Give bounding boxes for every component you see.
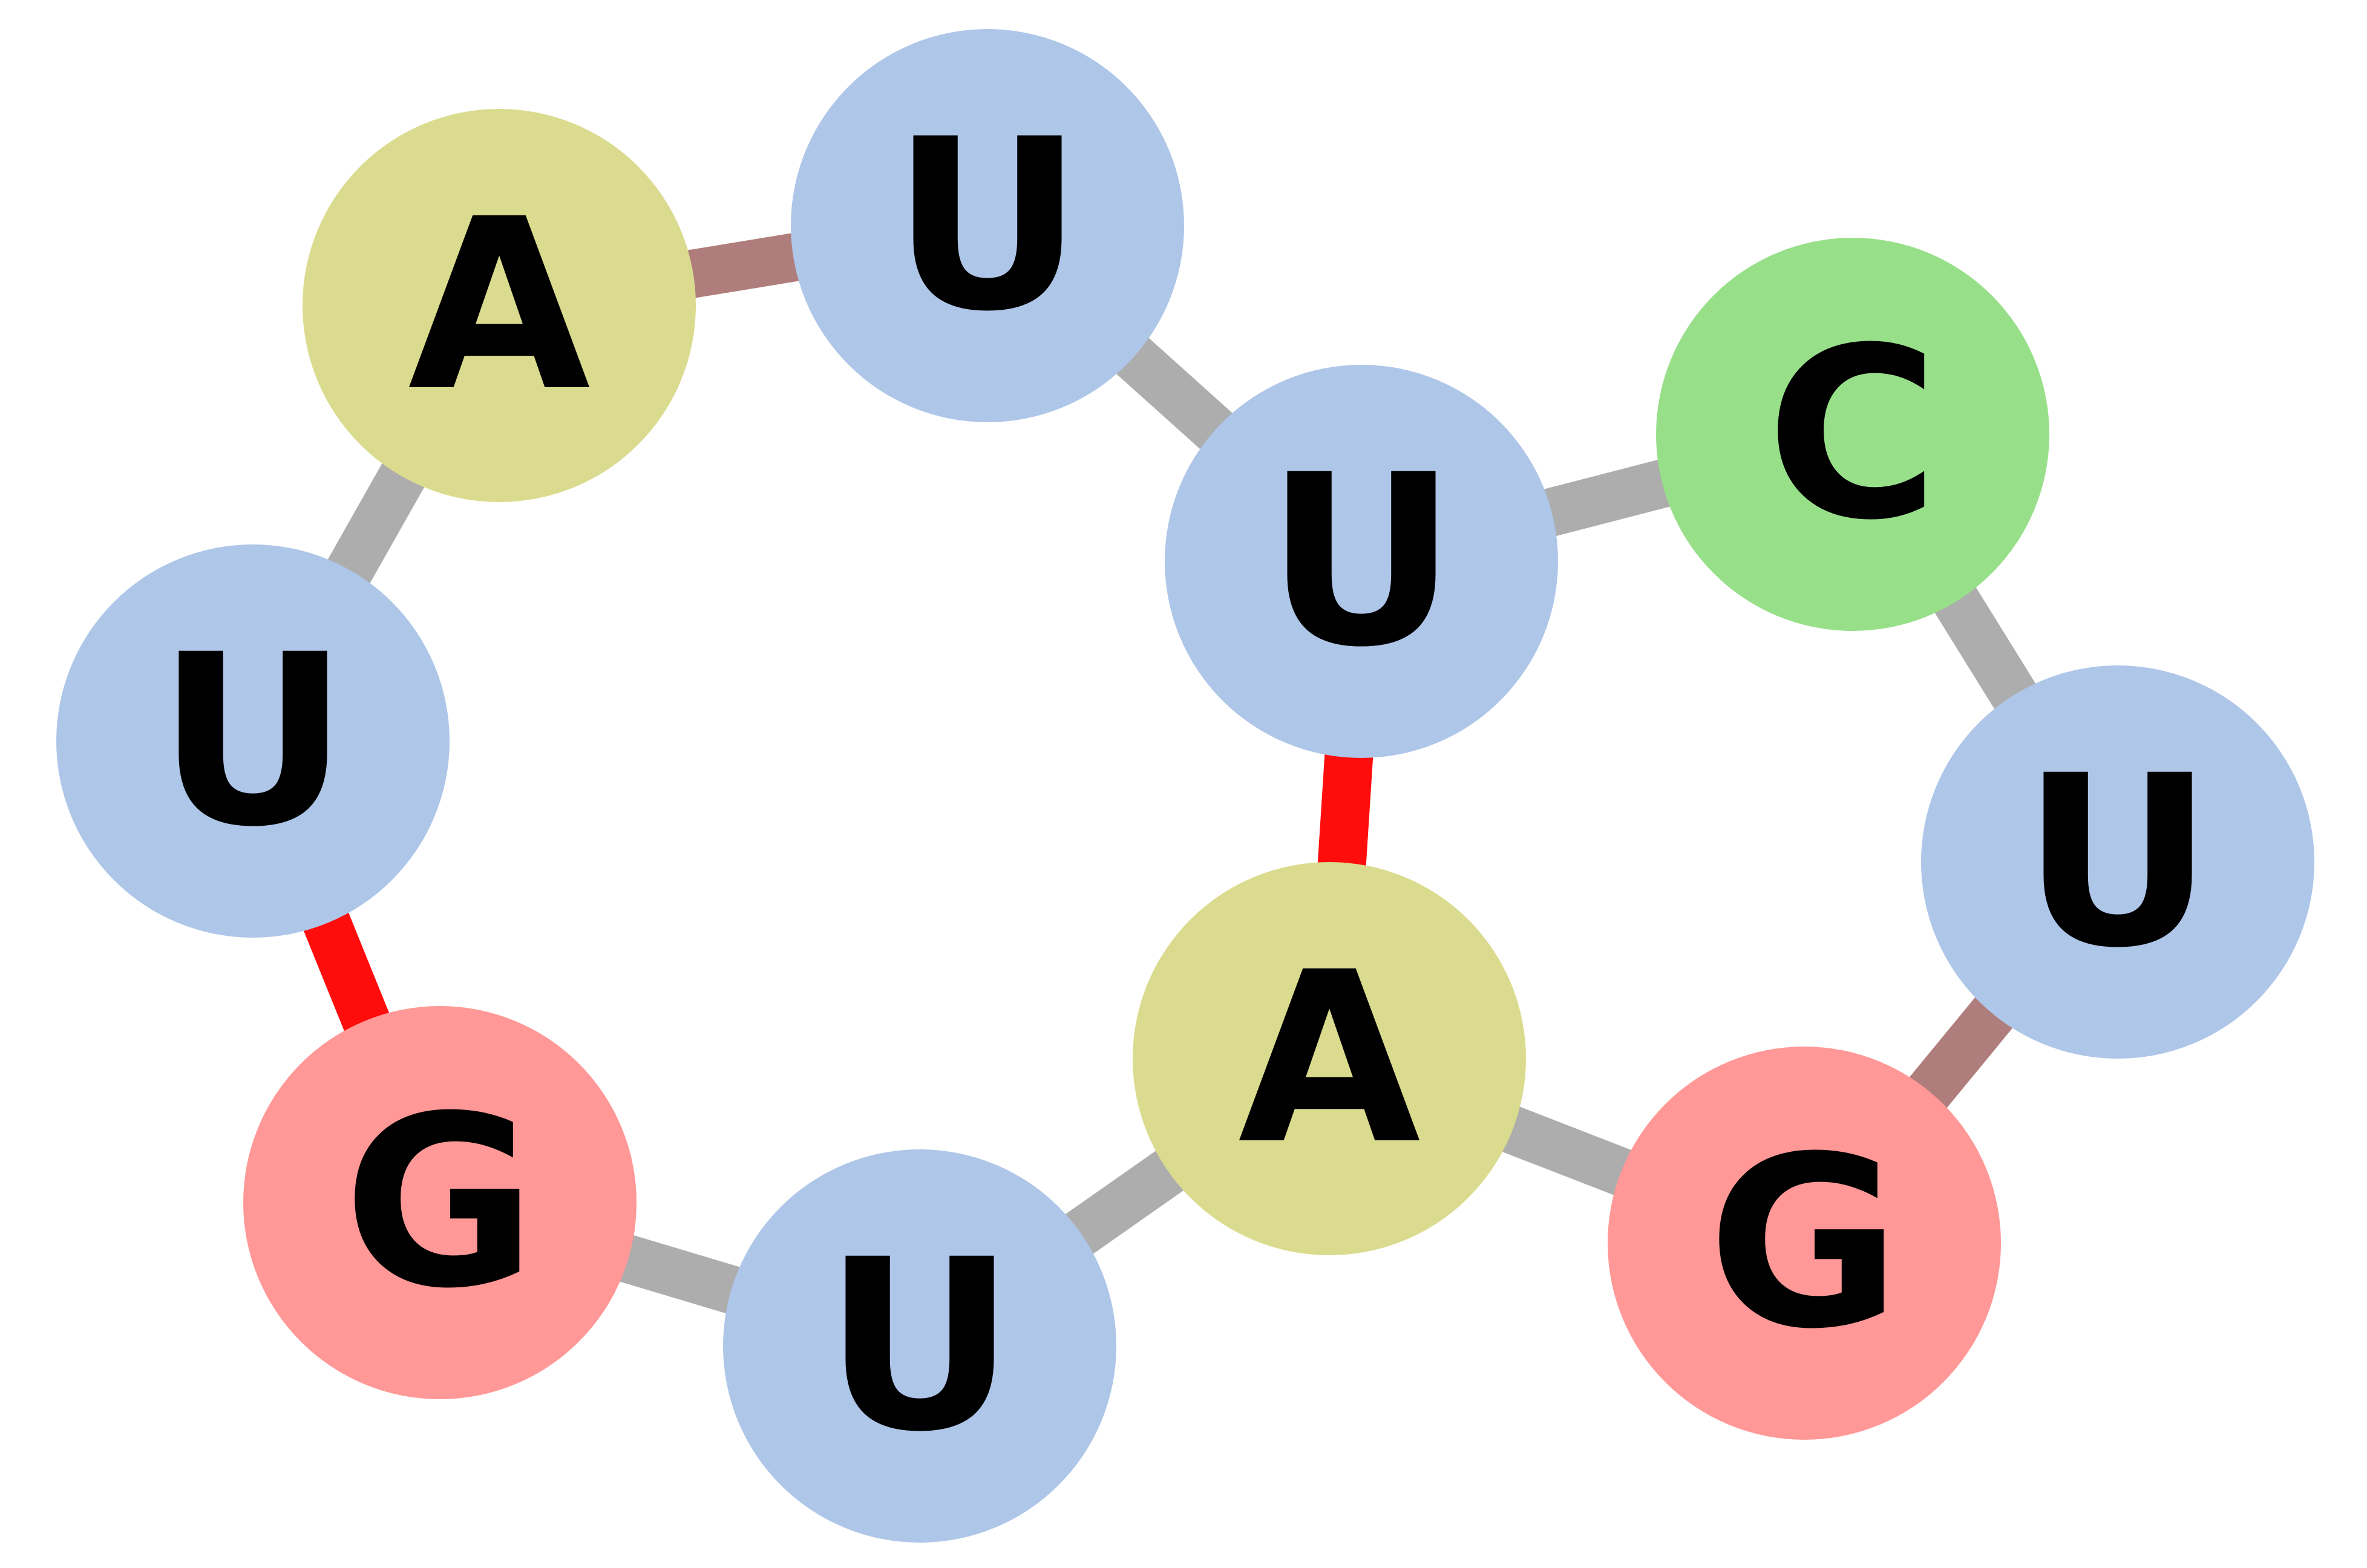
nucleotide-label: C bbox=[1766, 297, 1939, 572]
nucleotide-circle bbox=[243, 1006, 637, 1399]
nucleotide-label: G bbox=[1707, 1106, 1901, 1380]
nucleotide-circle bbox=[1608, 1047, 2001, 1440]
nucleotide-circle bbox=[303, 109, 696, 502]
nucleotide-label: U bbox=[1266, 424, 1458, 699]
nucleotide-node-n1: A bbox=[303, 109, 696, 502]
nucleotide-circle bbox=[1921, 665, 2314, 1059]
nucleotide-node-n10: U bbox=[723, 1149, 1116, 1543]
nucleotide-circle bbox=[791, 29, 1184, 422]
nucleotide-circle bbox=[723, 1149, 1116, 1543]
nucleotide-label: U bbox=[2022, 725, 2214, 999]
nucleotide-label: U bbox=[892, 88, 1084, 363]
nucleotide-label: U bbox=[157, 604, 349, 878]
nucleotide-circle bbox=[1165, 365, 1558, 758]
nucleotide-circle bbox=[1656, 238, 2049, 631]
nucleotide-node-n6: U bbox=[56, 544, 450, 938]
nucleotide-node-n5: U bbox=[1921, 665, 2314, 1059]
nucleotide-node-n7: G bbox=[243, 1006, 637, 1399]
nucleotide-label: G bbox=[343, 1065, 537, 1340]
nucleotide-node-n8: A bbox=[1133, 862, 1526, 1255]
nucleotide-node-n4: C bbox=[1656, 238, 2049, 631]
nucleotide-node-n2: U bbox=[791, 29, 1184, 422]
nucleotide-node-n9: G bbox=[1608, 1047, 2001, 1440]
nucleotide-node-n3: U bbox=[1165, 365, 1558, 758]
nucleotide-label: A bbox=[408, 168, 592, 443]
nucleotide-label: U bbox=[824, 1209, 1016, 1483]
nucleotide-circle bbox=[56, 544, 450, 938]
nucleotide-circle bbox=[1133, 862, 1526, 1255]
nucleotide-label: A bbox=[1238, 921, 1422, 1196]
